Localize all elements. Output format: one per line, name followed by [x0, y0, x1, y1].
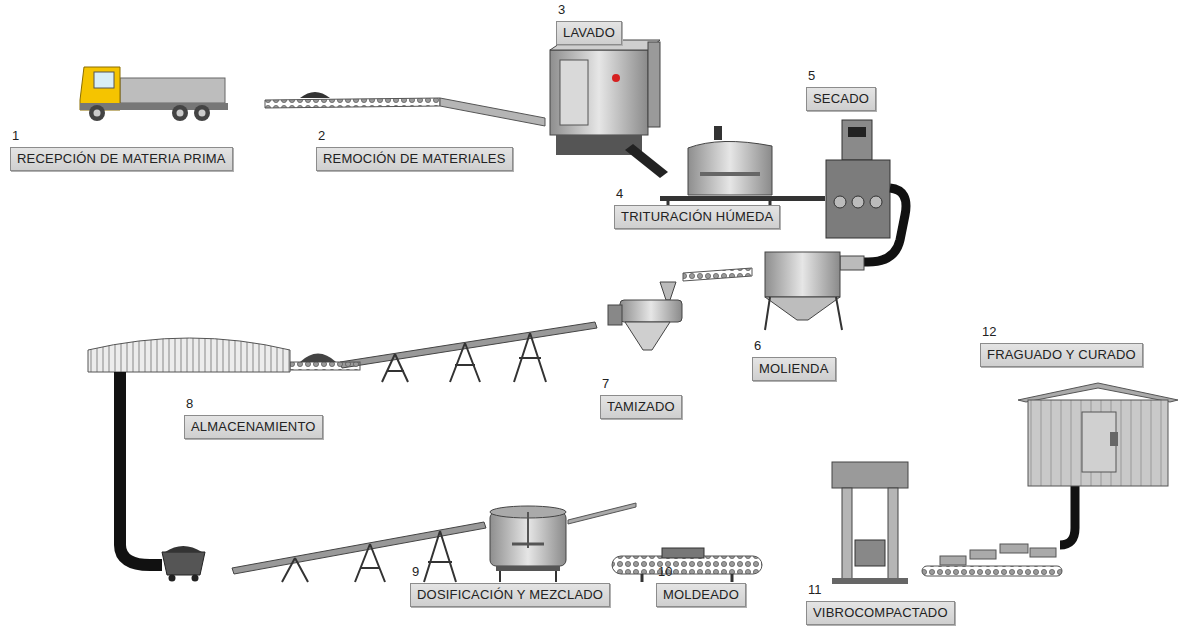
step-label: MOLIENDA — [752, 357, 836, 381]
step-number: 9 — [412, 564, 610, 580]
process-step: 11VIBROCOMPACTADO — [806, 582, 955, 625]
process-step: 9DOSIFICACIÓN Y MEZCLADO — [410, 564, 610, 607]
step-label: TRITURACIÓN HÚMEDA — [614, 205, 780, 229]
washing-machine — [550, 40, 668, 178]
step-number: 4 — [616, 186, 780, 202]
process-step: 10MOLDEADO — [656, 564, 746, 607]
step-label: FRAGUADO Y CURADO — [980, 343, 1143, 367]
step-label: RECEPCIÓN DE MATERIA PRIMA — [10, 147, 233, 171]
process-step: 8ALMACENAMIENTO — [184, 396, 323, 439]
process-step: 2REMOCIÓN DE MATERIALES — [316, 128, 513, 171]
step-label: MOLDEADO — [656, 583, 746, 607]
step-label: REMOCIÓN DE MATERIALES — [316, 147, 513, 171]
step-label: DOSIFICACIÓN Y MEZCLADO — [410, 583, 610, 607]
process-step: 1RECEPCIÓN DE MATERIA PRIMA — [10, 128, 233, 171]
step-number: 8 — [186, 396, 323, 412]
step-number: 1 — [12, 128, 233, 144]
step-number: 3 — [558, 2, 622, 18]
step-number: 6 — [754, 338, 836, 354]
step-number: 11 — [808, 582, 955, 598]
process-step: 12FRAGUADO Y CURADO — [980, 324, 1143, 367]
sorting-conveyor — [265, 92, 545, 126]
cyclone-mill — [683, 252, 864, 330]
warehouse — [88, 338, 290, 565]
process-step: 7TAMIZADO — [600, 376, 682, 419]
step-number: 5 — [808, 68, 876, 84]
storage-conveyor — [290, 322, 597, 382]
step-label: LAVADO — [556, 21, 622, 45]
feed-conveyor — [162, 522, 486, 582]
step-label: TAMIZADO — [600, 395, 682, 419]
dryer — [826, 120, 906, 262]
step-label: SECADO — [806, 87, 876, 111]
step-number: 10 — [658, 564, 746, 580]
process-step: 6MOLIENDA — [752, 338, 836, 381]
step-number: 7 — [602, 376, 682, 392]
step-label: ALMACENAMIENTO — [184, 415, 323, 439]
truck — [80, 67, 228, 121]
process-step: 3LAVADO — [556, 2, 622, 45]
sieve — [608, 282, 682, 350]
vibro-press — [832, 462, 908, 584]
process-step: 4TRITURACIÓN HÚMEDA — [614, 186, 780, 229]
step-number: 2 — [318, 128, 513, 144]
step-number: 12 — [982, 324, 1143, 340]
process-step: 5SECADO — [806, 68, 876, 111]
step-label: VIBROCOMPACTADO — [806, 601, 955, 625]
molding-table — [612, 548, 762, 582]
curing-shed — [922, 383, 1178, 576]
wet-crusher — [660, 126, 825, 214]
